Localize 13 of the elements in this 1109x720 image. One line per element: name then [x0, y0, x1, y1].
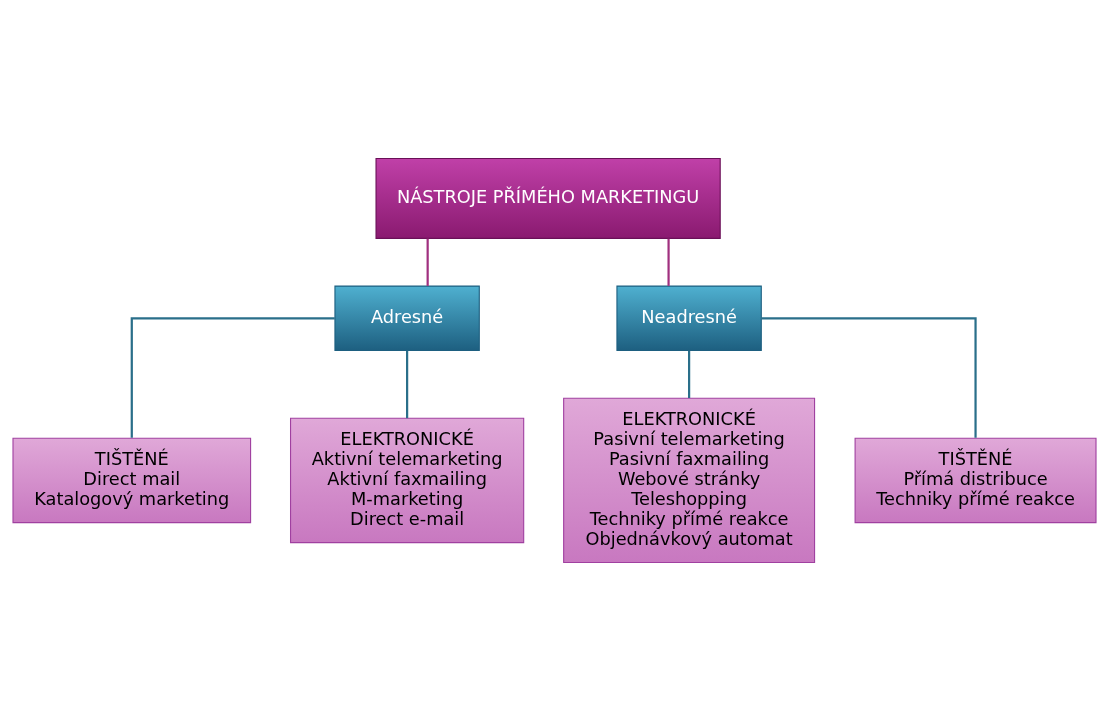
connector: [406, 350, 409, 418]
node-box: ELEKTRONICKÉ Pasivní telemarketing Pasivní faxmailing Webové stránky Teleshopping Techniky přímé reakce Objednávkový automat: [563, 397, 816, 563]
node-box: NÁSTROJE PŘÍMÉHO MARKETINGU: [375, 157, 721, 239]
node-box: Adresné: [334, 285, 480, 351]
node-box: TIŠTĚNÉ Přímá distribuce Techniky přímé reakce: [854, 437, 1097, 523]
connector: [426, 238, 429, 286]
connector: [688, 350, 691, 398]
connector: [761, 316, 977, 438]
connector: [667, 238, 670, 286]
connector: [130, 316, 335, 438]
node-box: ELEKTRONICKÉ Aktivní telemarketing Aktivní faxmailing M-marketing Direct e-mail: [290, 417, 525, 543]
node-box: TIŠTĚNÉ Direct mail Katalogový marketing: [12, 437, 252, 523]
node-box: Neadresné: [616, 285, 762, 351]
